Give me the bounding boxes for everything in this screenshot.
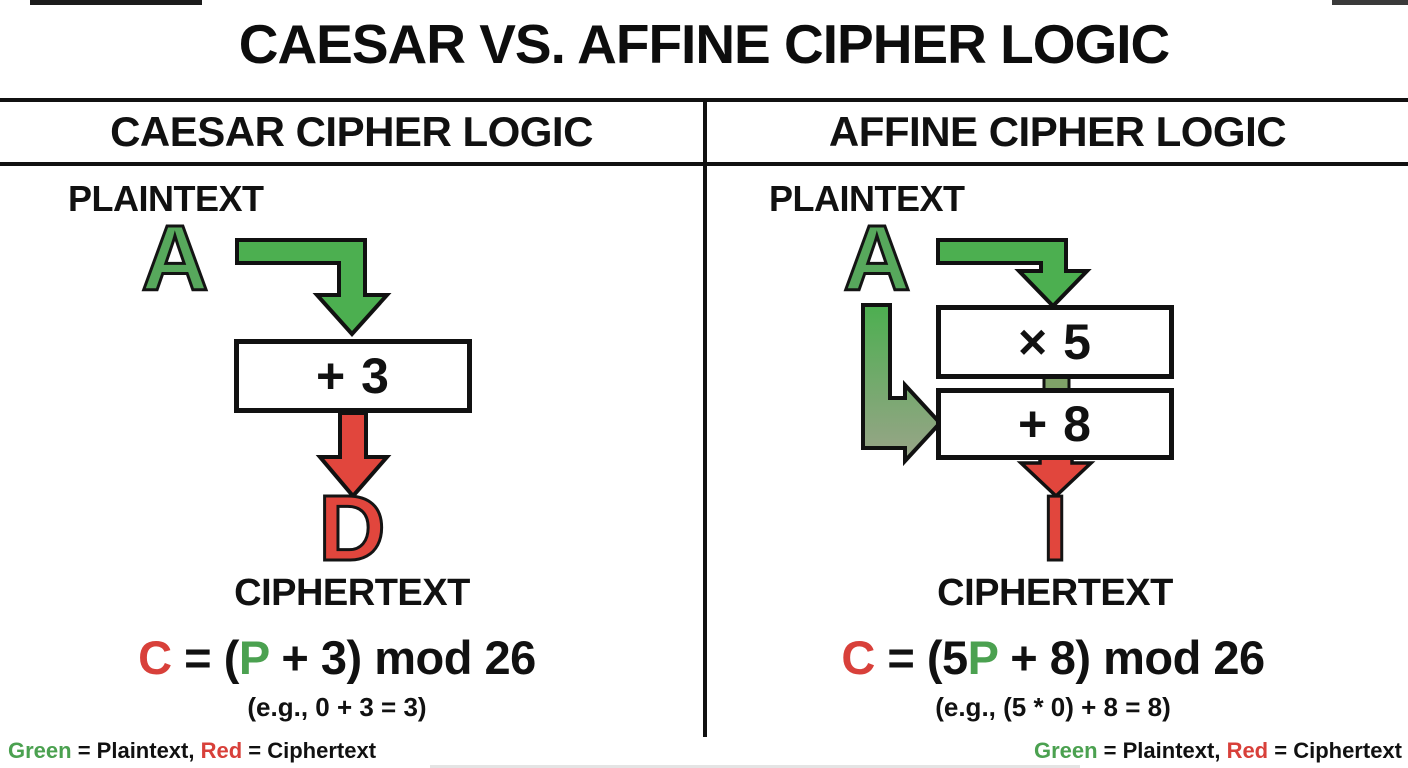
page-title: CAESAR VS. AFFINE CIPHER LOGIC	[238, 13, 1171, 75]
caesar-plaintext-letter: A	[140, 206, 210, 310]
caesar-green-elbow-arrow-icon	[235, 238, 392, 337]
affine-formula-p: P	[967, 631, 999, 684]
top-right-edge-artifact	[1332, 0, 1408, 5]
caesar-formula: C = (P + 3) mod 26	[138, 631, 536, 684]
affine-formula-c: C	[841, 631, 875, 684]
caesar-column-header: CAESAR CIPHER LOGIC	[110, 108, 593, 155]
caesar-formula-p: P	[238, 631, 270, 684]
bottom-edge-artifact	[430, 765, 1080, 768]
affine-ciphertext-label: CIPHERTEXT	[937, 572, 1173, 614]
legend-red-word: Red	[200, 738, 243, 763]
affine-add-box: + 8	[936, 388, 1174, 460]
caesar-example: (e.g., 0 + 3 = 3)	[247, 692, 427, 722]
top-left-edge-artifact	[30, 0, 202, 5]
legend-green-word: Green	[1033, 738, 1098, 763]
caesar-operation-box: + 3	[234, 339, 472, 413]
column-divider	[703, 98, 707, 737]
affine-plaintext-letter: A	[842, 206, 912, 310]
affine-plaintext-label: PLAINTEXT	[769, 178, 965, 219]
caesar-ciphertext-label: CIPHERTEXT	[234, 572, 470, 614]
legend-red-word: Red	[1226, 738, 1269, 763]
caesar-plaintext-label: PLAINTEXT	[68, 178, 264, 219]
affine-multiply-box: × 5	[936, 305, 1174, 379]
legend-right: Green = Plaintext, Red = Ciphertext	[1033, 738, 1402, 763]
caesar-formula-c: C	[138, 631, 172, 684]
legend-green-word: Green	[8, 738, 72, 763]
affine-example: (e.g., (5 * 0) + 8 = 8)	[935, 692, 1171, 722]
legend-left: Green = Plaintext, Red = Ciphertext	[8, 738, 377, 763]
affine-ciphertext-letter: I	[1041, 476, 1070, 580]
affine-gradient-bent-arrow-icon	[861, 303, 943, 467]
affine-column-header: AFFINE CIPHER LOGIC	[828, 108, 1287, 155]
affine-green-elbow-arrow-icon	[936, 238, 1092, 309]
affine-formula: C = (5P + 8) mod 26	[841, 631, 1265, 684]
caesar-ciphertext-letter: D	[317, 476, 387, 580]
